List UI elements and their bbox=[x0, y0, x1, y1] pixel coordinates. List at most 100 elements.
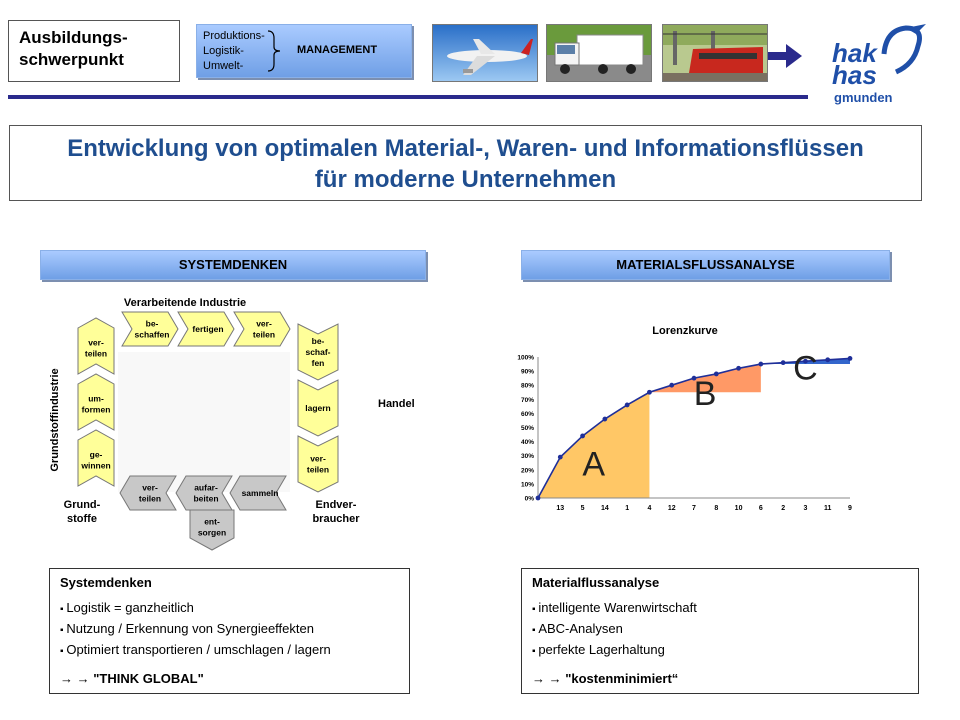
data-point bbox=[647, 389, 652, 395]
zone-a bbox=[538, 392, 650, 498]
x-tick-label: 11 bbox=[824, 505, 832, 512]
lorenz-chart: Lorenzkurve 0%10%20%30%40%50%60%70%80%90… bbox=[517, 325, 853, 512]
data-point bbox=[803, 358, 808, 364]
y-tick-label: 100% bbox=[517, 355, 534, 362]
x-tick-label: 9 bbox=[848, 505, 852, 512]
management-item: Logistik- bbox=[203, 45, 244, 57]
focus-box: Ausbildungs- schwerpunkt bbox=[8, 20, 180, 82]
arrow-right-label: teilen bbox=[307, 465, 329, 475]
arrow-left-label: formen bbox=[82, 405, 111, 415]
management-label: MANAGEMENT bbox=[297, 44, 378, 56]
data-point bbox=[580, 433, 585, 439]
zone-label: C bbox=[793, 350, 818, 388]
list-item: perfekte Lagerhaltung bbox=[532, 640, 908, 661]
diagram-center bbox=[118, 352, 290, 492]
y-tick-label: 20% bbox=[521, 467, 534, 474]
arrow-left-label: ver- bbox=[88, 338, 104, 348]
x-tick-label: 5 bbox=[581, 505, 585, 512]
x-tick-label: 12 bbox=[668, 505, 676, 512]
zone-label: B bbox=[694, 375, 717, 413]
data-point bbox=[624, 402, 630, 408]
arrow-entsorgen-label: sorgen bbox=[198, 528, 226, 538]
label-grundstoffe-1: Grund- bbox=[64, 499, 101, 511]
arrow-right bbox=[297, 379, 339, 437]
y-tick-label: 30% bbox=[521, 453, 534, 460]
arrow-top bbox=[121, 311, 179, 347]
management-item: Produktions- bbox=[203, 30, 265, 42]
x-tick-label: 1 bbox=[625, 505, 629, 512]
list-item: intelligente Warenwirtschaft bbox=[532, 598, 908, 619]
chart-title: Lorenzkurve bbox=[652, 325, 717, 337]
materialfluss-footer: → → "kostenminimiert“ bbox=[532, 671, 679, 686]
y-tick-label: 40% bbox=[521, 439, 534, 446]
y-tick-label: 60% bbox=[521, 411, 534, 418]
x-tick-label: 14 bbox=[601, 505, 609, 512]
data-point bbox=[535, 495, 541, 501]
data-point bbox=[825, 357, 831, 363]
section-header-systemdenken: SYSTEMDENKEN bbox=[40, 250, 426, 280]
arrow-bottom bbox=[229, 475, 287, 511]
data-point bbox=[847, 356, 853, 361]
management-box: Produktions- Logistik- Umwelt- MANAGEMEN… bbox=[196, 24, 412, 78]
arrow-top-label: teilen bbox=[253, 330, 275, 340]
arrow-bottom-label: ver- bbox=[142, 483, 158, 493]
arrow-right-label: fen bbox=[312, 358, 325, 368]
arrow-right-label: lagern bbox=[305, 403, 331, 413]
focus-title-line2: schwerpunkt bbox=[19, 50, 124, 69]
arrow-bottom-label: aufar- bbox=[194, 483, 218, 493]
x-tick-label: 13 bbox=[556, 505, 564, 512]
focus-title-line1: Ausbildungs- bbox=[19, 28, 128, 47]
label-endverbraucher-1: Endver- bbox=[316, 499, 357, 511]
arrow-left-label: winnen bbox=[80, 461, 110, 471]
arrow-bottom bbox=[175, 475, 233, 511]
y-tick-label: 90% bbox=[521, 369, 534, 376]
systemdenken-heading: Systemdenken bbox=[60, 575, 152, 590]
arrow-left bbox=[77, 317, 115, 375]
arrow-top-label: schaffen bbox=[135, 330, 170, 340]
x-tick-label: 10 bbox=[735, 505, 743, 512]
management-list: Produktions- Logistik- Umwelt- bbox=[203, 29, 265, 74]
arrow-left bbox=[77, 429, 115, 487]
arrow-right bbox=[297, 323, 339, 381]
x-tick-label: 8 bbox=[714, 505, 718, 512]
arrow-top-label: fertigen bbox=[192, 324, 223, 334]
label-grundstoffindustrie: Grundstoffindustrie bbox=[49, 368, 61, 471]
arrow-bottom-label: beiten bbox=[193, 494, 218, 504]
list-item: Optimiert transportieren / umschlagen / … bbox=[60, 640, 399, 661]
x-tick-label: 3 bbox=[803, 505, 807, 512]
x-tick-label: 7 bbox=[692, 505, 696, 512]
zone-b bbox=[649, 364, 761, 393]
list-item: Nutzung / Erkennung von Synergieeffekten bbox=[60, 619, 399, 640]
data-point bbox=[602, 416, 608, 422]
main-title-line2: für moderne Unternehmen bbox=[314, 166, 617, 193]
y-tick-label: 70% bbox=[521, 397, 534, 404]
train-photo bbox=[662, 24, 768, 82]
systemdenken-info-box: Systemdenken Logistik = ganzheitlich Nut… bbox=[49, 568, 410, 694]
data-point bbox=[780, 360, 786, 366]
list-item: ABC-Analysen bbox=[532, 619, 908, 640]
main-title: Entwicklung von optimalen Material-, War… bbox=[9, 125, 922, 201]
arrow-right-label: ver- bbox=[310, 454, 326, 464]
arrow-top bbox=[233, 311, 291, 347]
arrow-right-label: schaf- bbox=[305, 347, 330, 357]
arrow-left bbox=[77, 373, 115, 431]
data-point bbox=[736, 365, 741, 371]
logo-text-gmunden: gmunden bbox=[834, 90, 893, 105]
airplane-photo bbox=[432, 24, 538, 82]
y-tick-label: 80% bbox=[521, 383, 534, 390]
section-header-materialflussanalyse: MATERIALSFLUSSANALYSE bbox=[521, 250, 890, 280]
list-item: Logistik = ganzheitlich bbox=[60, 598, 399, 619]
x-tick-label: 2 bbox=[781, 505, 785, 512]
arrow-bottom-label: teilen bbox=[139, 494, 161, 504]
logo-text-has: has bbox=[832, 60, 877, 90]
arrow-entsorgen bbox=[189, 509, 235, 551]
label-handel-text: Handel bbox=[378, 398, 415, 410]
truck-photo bbox=[546, 24, 652, 82]
main-title-line1: Entwicklung von optimalen Material-, War… bbox=[67, 135, 864, 162]
data-point bbox=[691, 375, 697, 381]
zone-label: A bbox=[582, 445, 605, 483]
y-tick-label: 50% bbox=[521, 425, 534, 432]
x-tick-label: 6 bbox=[759, 505, 763, 512]
label-verarbeitende-industrie: Verarbeitende Industrie bbox=[124, 297, 246, 309]
logo-text-hak: hak bbox=[832, 38, 877, 68]
